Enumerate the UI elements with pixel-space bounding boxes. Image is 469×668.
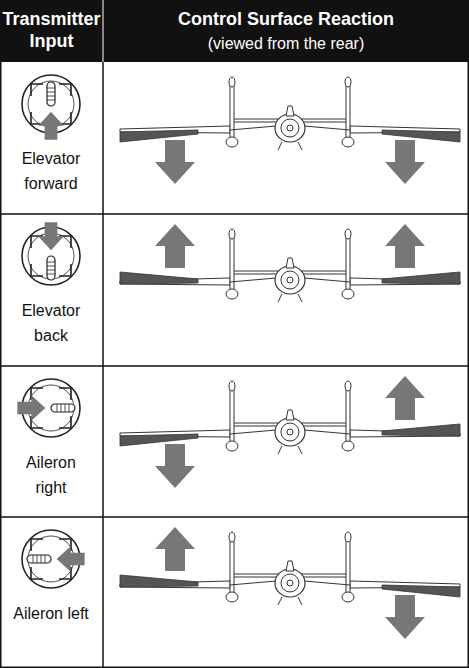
column-subheader: (viewed from the rear) (105, 33, 467, 55)
stick-icon (22, 222, 80, 285)
illustration-part (57, 546, 85, 571)
stick-icon (22, 530, 85, 588)
illustration-part (120, 575, 198, 587)
table-grid (0, 62, 469, 668)
illustration-part (155, 224, 425, 268)
illustration-part (120, 272, 198, 284)
illustration-part (120, 130, 198, 142)
input-label: Elevator back (6, 298, 96, 348)
illustration-part (38, 222, 63, 250)
illustration-part (385, 376, 425, 420)
illustration-part (51, 404, 75, 412)
illustration-part (57, 546, 85, 571)
header-divider (103, 0, 104, 62)
airplane-rear-view (120, 376, 460, 488)
illustration-part (17, 395, 45, 420)
header-bar (0, 0, 469, 62)
illustration-part (382, 130, 460, 142)
illustration-part (155, 224, 195, 268)
illustration-part (155, 140, 195, 184)
column-header: Transmitter Input (2, 8, 101, 52)
stick-icon (22, 75, 80, 140)
illustration-part (155, 527, 195, 571)
illustration-part (47, 256, 55, 280)
airplane-rear-view (120, 224, 460, 302)
column-header: Control Surface Reaction (105, 8, 467, 30)
illustration-part (385, 224, 425, 268)
airplane-rear-view (120, 527, 460, 639)
illustration-part (382, 585, 460, 597)
illustration-part (120, 77, 460, 150)
illustration-part (38, 112, 63, 140)
illustration-part (120, 434, 198, 446)
stick-icon (17, 379, 80, 437)
illustration-part (17, 395, 45, 420)
input-label: Aileron left (11, 601, 91, 626)
illustration-part (382, 424, 460, 436)
illustration-part (47, 82, 55, 106)
illustration-part (155, 444, 195, 488)
illustration-part (385, 140, 425, 184)
input-label: Elevator forward (6, 146, 96, 196)
illustration-part (385, 376, 425, 420)
illustration-part (155, 527, 195, 571)
input-label: Aileron right (11, 450, 91, 500)
illustration-part (385, 595, 425, 639)
illustration-part (382, 272, 460, 284)
airplane-rear-view (120, 77, 460, 184)
illustration-part (27, 555, 51, 563)
